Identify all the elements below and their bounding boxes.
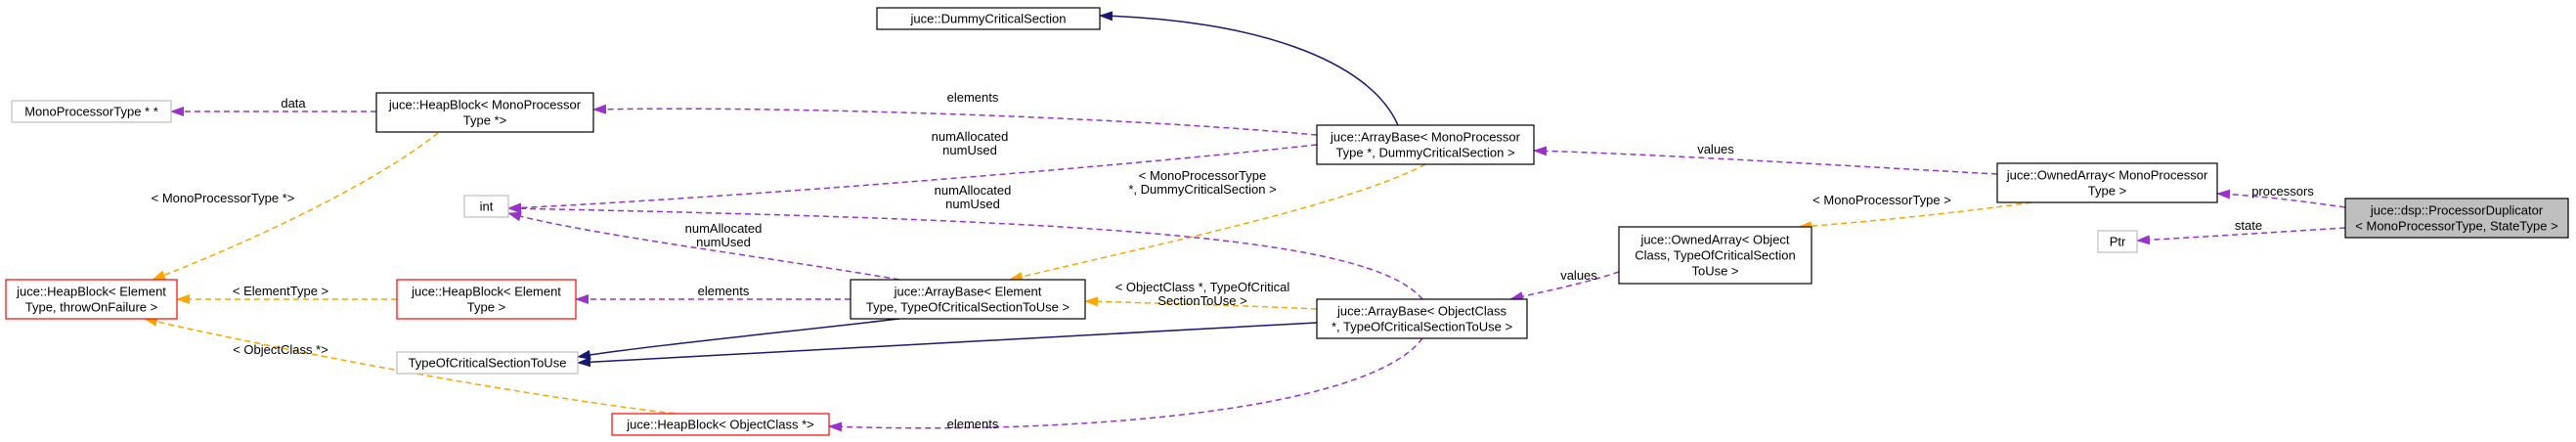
class-node-label: Type > xyxy=(2088,184,2126,199)
class-node-label: juce::HeapBlock< Element xyxy=(411,285,561,299)
edge-arraybase_obj-to-heapblock_obj xyxy=(828,337,1423,432)
edge-heapblock_obj-to-heapblock_generic xyxy=(144,317,676,415)
class-node-heapblock-generic[interactable]: juce::HeapBlock< ElementType, throwOnFai… xyxy=(5,279,178,320)
class-node-box xyxy=(1316,298,1528,339)
class-node-label: juce::dsp::ProcessorDuplicator xyxy=(2370,203,2544,218)
edge-arraybase_mp-to-arraybase_generic xyxy=(1009,163,1426,282)
edge-label: < MonoProcessorType *> xyxy=(152,191,295,205)
class-node-box xyxy=(396,279,577,320)
class-node-label: juce::ArrayBase< ObjectClass xyxy=(1336,304,1507,319)
edge-label: elements xyxy=(947,417,999,431)
edge-arraybase_mp-to-heapblock_mp xyxy=(592,104,1318,136)
class-node-arraybase-generic[interactable]: juce::ArrayBase< ElementType, TypeOfCrit… xyxy=(850,279,1086,320)
class-node-duplicator[interactable]: juce::dsp::ProcessorDuplicator< MonoProc… xyxy=(2344,198,2569,239)
class-node-mpt-ptr: MonoProcessorType * * xyxy=(11,100,172,123)
edge-arraybase_obj-to-arraybase_generic xyxy=(1084,296,1318,310)
edge-arraybase_obj-to-tocs xyxy=(577,322,1318,368)
class-node-label: Type, throwOnFailure > xyxy=(25,300,157,315)
edge-arraybase_generic-to-tocs xyxy=(577,318,900,360)
edge-arraybase_mp-to-int xyxy=(507,144,1318,213)
class-node-int: int xyxy=(463,195,509,218)
class-node-label: juce::ArrayBase< MonoProcessor xyxy=(1330,130,1521,145)
class-node-label: juce::HeapBlock< ObjectClass *> xyxy=(626,418,813,432)
class-node-heapblock-elem[interactable]: juce::HeapBlock< ElementType > xyxy=(396,279,577,320)
edge-label: numAllocated xyxy=(932,129,1009,144)
class-node-box xyxy=(1618,226,1812,285)
class-node-ptr: Ptr xyxy=(2097,230,2138,253)
class-node-label: MonoProcessorType * * xyxy=(24,105,158,119)
class-node-label: Type, TypeOfCriticalSectionToUse > xyxy=(866,300,1070,315)
class-node-box xyxy=(2097,230,2138,253)
edge-label: data xyxy=(281,96,306,110)
class-node-box xyxy=(1316,124,1535,165)
edge-label: SectionToUse > xyxy=(1157,293,1246,308)
class-node-label: juce::ArrayBase< Element xyxy=(894,285,1042,299)
class-node-ownedarray-generic[interactable]: juce::OwnedArray< ObjectClass, TypeOfCri… xyxy=(1618,226,1812,285)
class-node-label: Class, TypeOfCriticalSection xyxy=(1635,248,1796,263)
class-node-box xyxy=(375,92,594,133)
class-node-label: juce::HeapBlock< Element xyxy=(16,285,166,299)
class-node-label: juce::OwnedArray< MonoProcessor xyxy=(2006,168,2208,183)
edge-label: numAllocated xyxy=(935,183,1012,198)
class-node-dummy[interactable]: juce::DummyCriticalSection xyxy=(876,7,1101,30)
edge-arraybase_obj-to-int xyxy=(507,203,1423,300)
edge-arraybase_generic-to-int xyxy=(507,211,900,281)
class-node-label: < MonoProcessorType, StateType > xyxy=(2355,219,2557,234)
edge-heapblock_mp-to-heapblock_generic xyxy=(152,132,439,281)
class-node-label: Type *, DummyCriticalSection > xyxy=(1335,146,1514,160)
edge-label: < MonoProcessorType xyxy=(1139,168,1266,183)
edge-label: numUsed xyxy=(696,235,751,249)
class-node-arraybase-obj[interactable]: juce::ArrayBase< ObjectClass*, TypeOfCri… xyxy=(1316,298,1528,339)
edge-ownedarray_mp-to-ownedarray_generic xyxy=(1798,201,2032,232)
class-node-arraybase-mp[interactable]: juce::ArrayBase< MonoProcessorType *, Du… xyxy=(1316,124,1535,165)
edge-label: elements xyxy=(947,90,999,105)
edge-label: elements xyxy=(698,284,750,298)
class-node-label: TypeOfCriticalSectionToUse xyxy=(409,356,567,371)
class-node-box xyxy=(611,413,830,436)
edge-label: < MonoProcessorType > xyxy=(1812,193,1951,207)
class-node-label: ToUse > xyxy=(1691,264,1738,279)
edge-label: values xyxy=(1697,142,1734,156)
class-node-label: *, TypeOfCriticalSectionToUse > xyxy=(1332,320,1512,334)
nodes-layer: juce::DummyCriticalSectionjuce::HeapBloc… xyxy=(5,7,2569,436)
edge-labels-layer: data < MonoProcessorType *> elements numAll… xyxy=(152,90,2315,431)
class-node-tocs: TypeOfCriticalSectionToUse xyxy=(396,351,579,375)
edge-label: < ElementType > xyxy=(233,284,328,298)
class-node-box xyxy=(463,195,509,218)
class-node-label: Type > xyxy=(467,300,505,315)
class-node-label: Type *> xyxy=(463,113,506,128)
class-node-box xyxy=(2344,198,2569,239)
class-node-box xyxy=(876,7,1101,30)
edge-arraybase_mp-to-dummy xyxy=(1099,11,1399,126)
class-node-label: juce::HeapBlock< MonoProcessor xyxy=(388,98,582,112)
edge-ownedarray_mp-to-arraybase_mp xyxy=(1533,146,1998,175)
class-node-label: juce::OwnedArray< Object xyxy=(1639,233,1789,247)
class-node-label: int xyxy=(480,199,494,214)
class-node-box xyxy=(11,100,172,123)
class-node-label: juce::DummyCriticalSection xyxy=(910,12,1067,26)
edge-label: processors xyxy=(2251,184,2314,199)
class-node-ownedarray-mp[interactable]: juce::OwnedArray< MonoProcessorType > xyxy=(1996,162,2218,203)
edge-label: *, DummyCriticalSection > xyxy=(1128,182,1276,197)
class-node-box xyxy=(5,279,178,320)
edge-label: numUsed xyxy=(942,143,997,157)
class-node-box xyxy=(396,351,579,375)
edge-label: < ObjectClass *, TypeOfCritical xyxy=(1115,280,1290,294)
edge-label: values xyxy=(1560,268,1597,283)
class-node-box xyxy=(1996,162,2218,203)
edge-label: < ObjectClass *> xyxy=(233,342,328,357)
edge-label: numAllocated xyxy=(685,221,763,236)
class-node-label: Ptr xyxy=(2110,235,2126,249)
edge-label: numUsed xyxy=(945,197,1000,211)
class-node-heapblock-mp[interactable]: juce::HeapBlock< MonoProcessorType *> xyxy=(375,92,594,133)
edge-duplicator-to-ptr xyxy=(2136,227,2346,245)
class-node-box xyxy=(850,279,1086,320)
class-node-heapblock-obj[interactable]: juce::HeapBlock< ObjectClass *> xyxy=(611,413,830,436)
edges-layer xyxy=(144,11,2346,432)
edge-ownedarray_generic-to-arraybase_obj xyxy=(1509,271,1620,301)
edge-label: state xyxy=(2235,218,2262,233)
